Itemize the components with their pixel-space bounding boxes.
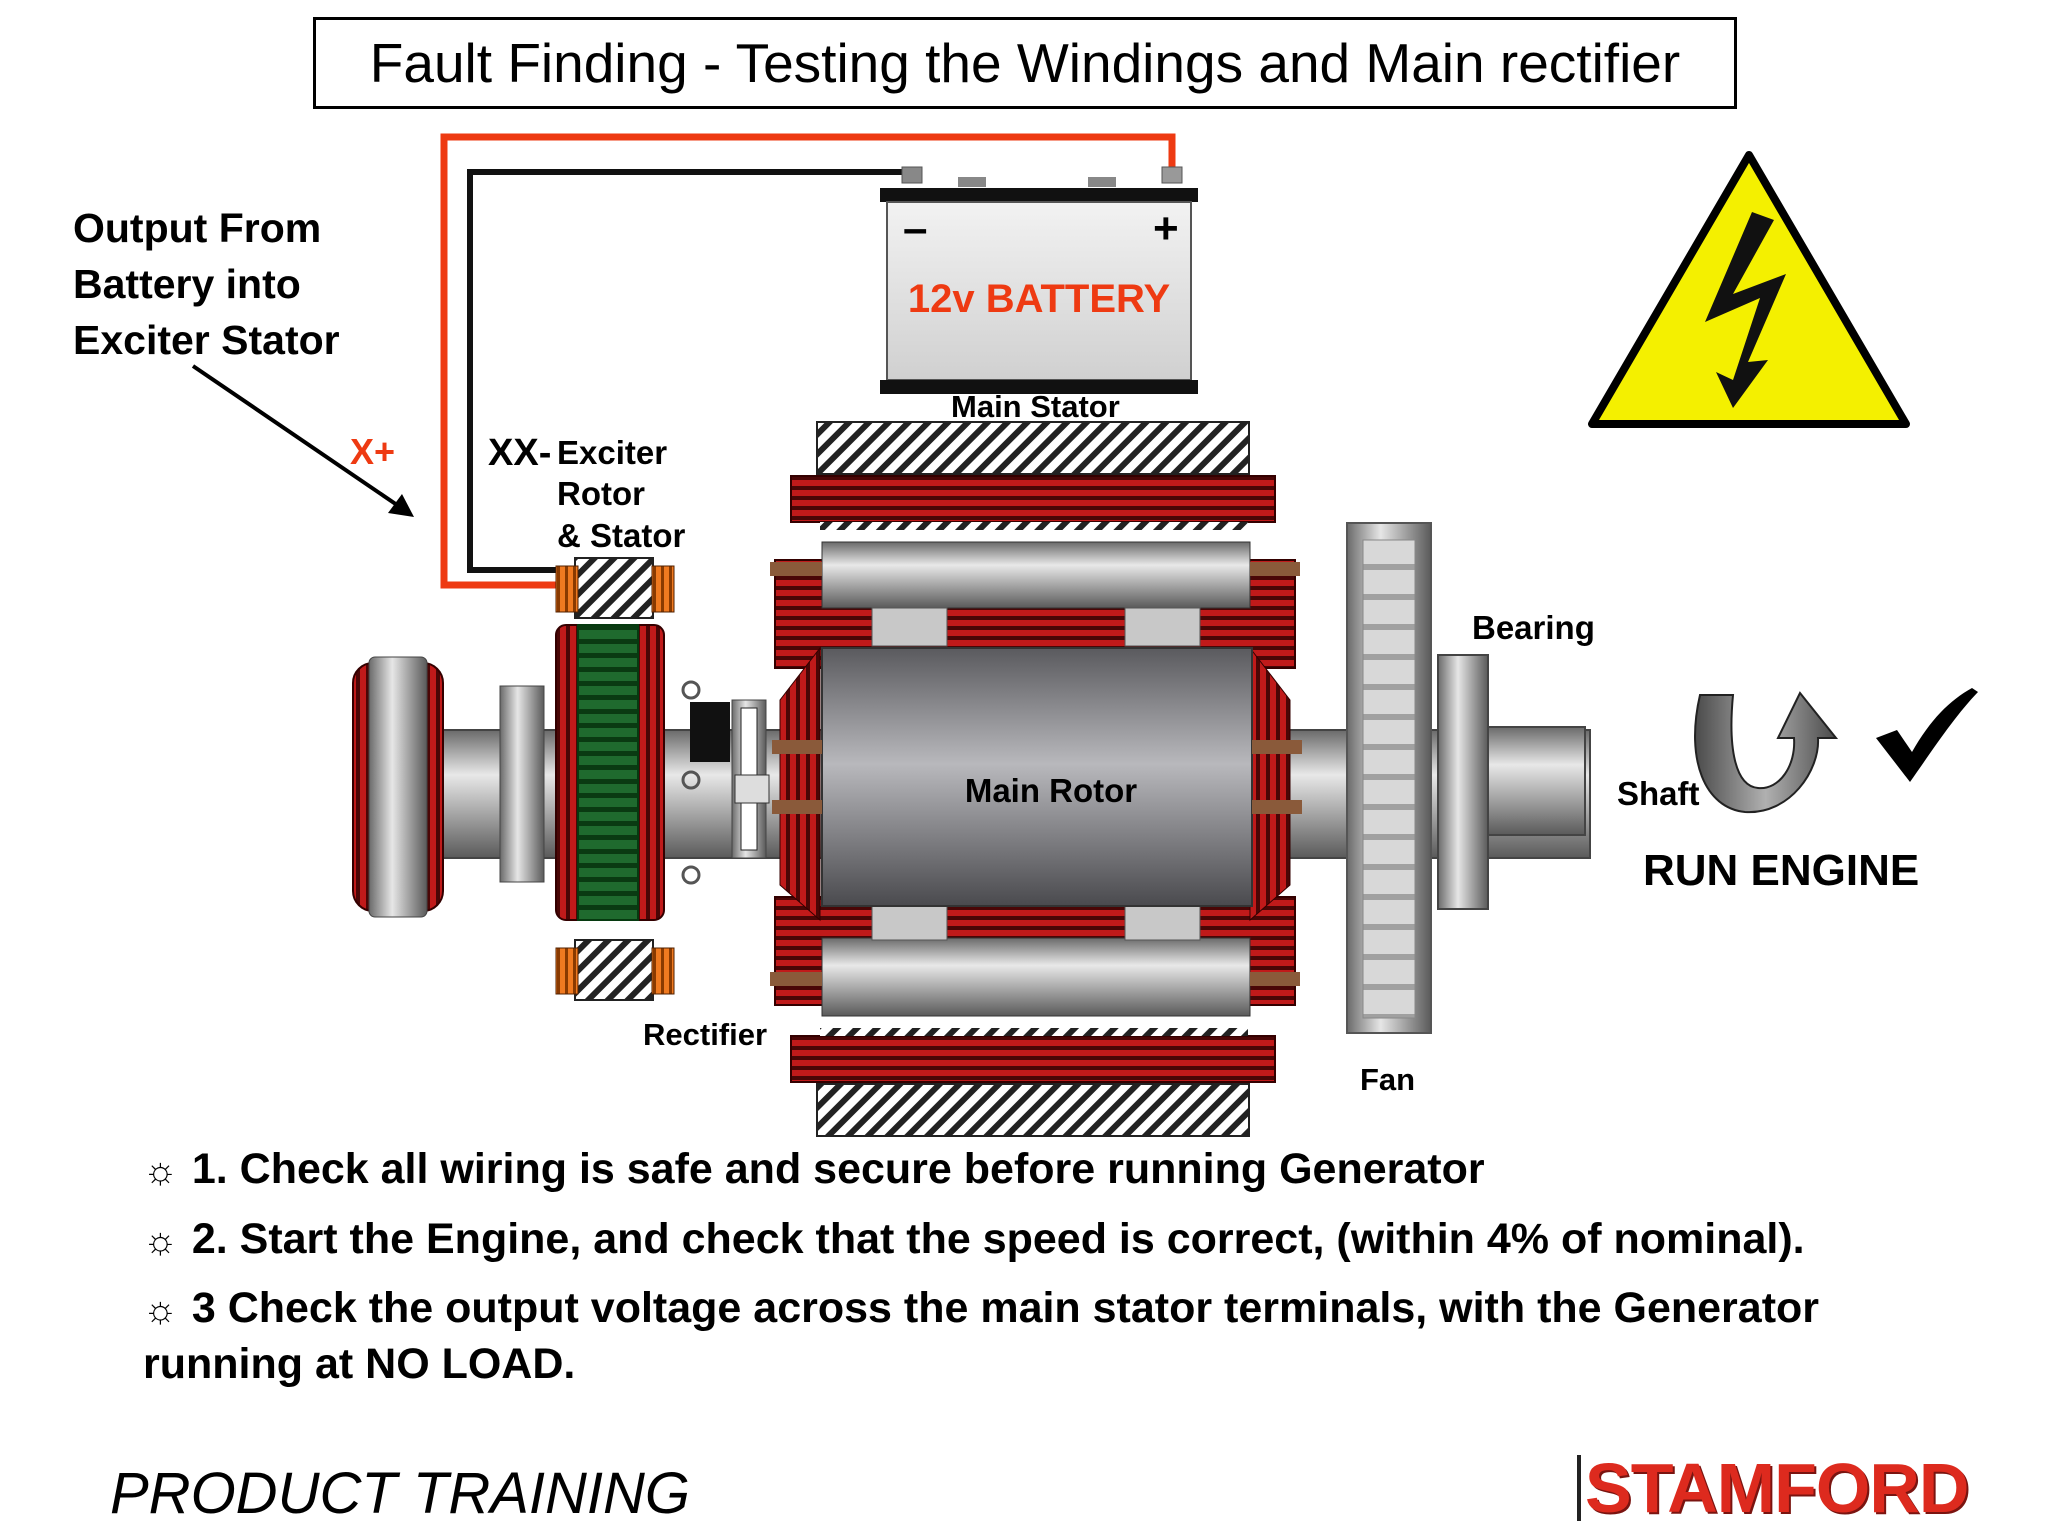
step-1: ☼ 1. Check all wiring is safe and secure … [143, 1145, 1485, 1194]
main-rotor-label: Main Rotor [965, 772, 1137, 809]
checkmark-icon [1876, 688, 1978, 782]
pmg [352, 656, 444, 918]
exciter [499, 557, 701, 1001]
main-rotor: Main Rotor [772, 646, 1302, 922]
shaft-label: Shaft [1617, 775, 1700, 812]
annotation-arrow [191, 364, 414, 517]
bearing [1437, 654, 1489, 910]
bullet-sun-icon: ☼ [143, 1289, 178, 1331]
shaft-end [1484, 726, 1586, 836]
step-1-text: 1. Check all wiring is safe and secure b… [191, 1145, 1485, 1193]
battery-into-label: Battery into [73, 261, 301, 307]
x-plus-label: X+ [350, 431, 396, 472]
product-training-label: PRODUCT TRAINING [110, 1461, 690, 1526]
step-3-continued: running at NO LOAD. [143, 1340, 576, 1388]
positive-wire [440, 133, 1176, 589]
exciter-label-1: Exciter [557, 434, 668, 471]
page-title: Fault Finding - Testing the Windings and… [313, 17, 1737, 109]
exciter-stator-label: Exciter Stator [73, 317, 340, 363]
exciter-label-3: & Stator [557, 517, 686, 554]
step-3-text: 3 Check the output voltage across the ma… [191, 1284, 1820, 1332]
battery: – + 12v BATTERY [880, 166, 1198, 394]
xx-prefix-label: XX- [488, 432, 552, 474]
run-engine-label: RUN ENGINE [1643, 846, 1920, 895]
step-2-text: 2. Start the Engine, and check that the … [191, 1215, 1805, 1263]
fan-label: Fan [1360, 1062, 1416, 1097]
bullet-sun-icon: ☼ [143, 1220, 178, 1262]
main-stator [790, 421, 1276, 1137]
rectifier [690, 699, 770, 859]
warning-triangle [1588, 151, 1910, 428]
rectifier-label: Rectifier [643, 1017, 768, 1052]
battery-minus: – [903, 204, 927, 253]
step-3: ☼ 3 Check the output voltage across the m… [143, 1284, 1819, 1333]
battery-plus: + [1153, 204, 1179, 253]
rotation-arrow-icon [1694, 691, 1839, 814]
fan [1346, 522, 1432, 1034]
battery-label: 12v BATTERY [908, 277, 1171, 321]
stamford-logo: STAMFORD [1577, 1453, 2007, 1523]
output-from-label: Output From [73, 205, 322, 251]
bullet-sun-icon: ☼ [143, 1150, 178, 1192]
main-stator-label: Main Stator [951, 389, 1120, 424]
exciter-label-2: Rotor [557, 475, 645, 512]
bearing-label: Bearing [1472, 609, 1595, 646]
step-2: ☼ 2. Start the Engine, and check that the… [143, 1215, 1805, 1264]
